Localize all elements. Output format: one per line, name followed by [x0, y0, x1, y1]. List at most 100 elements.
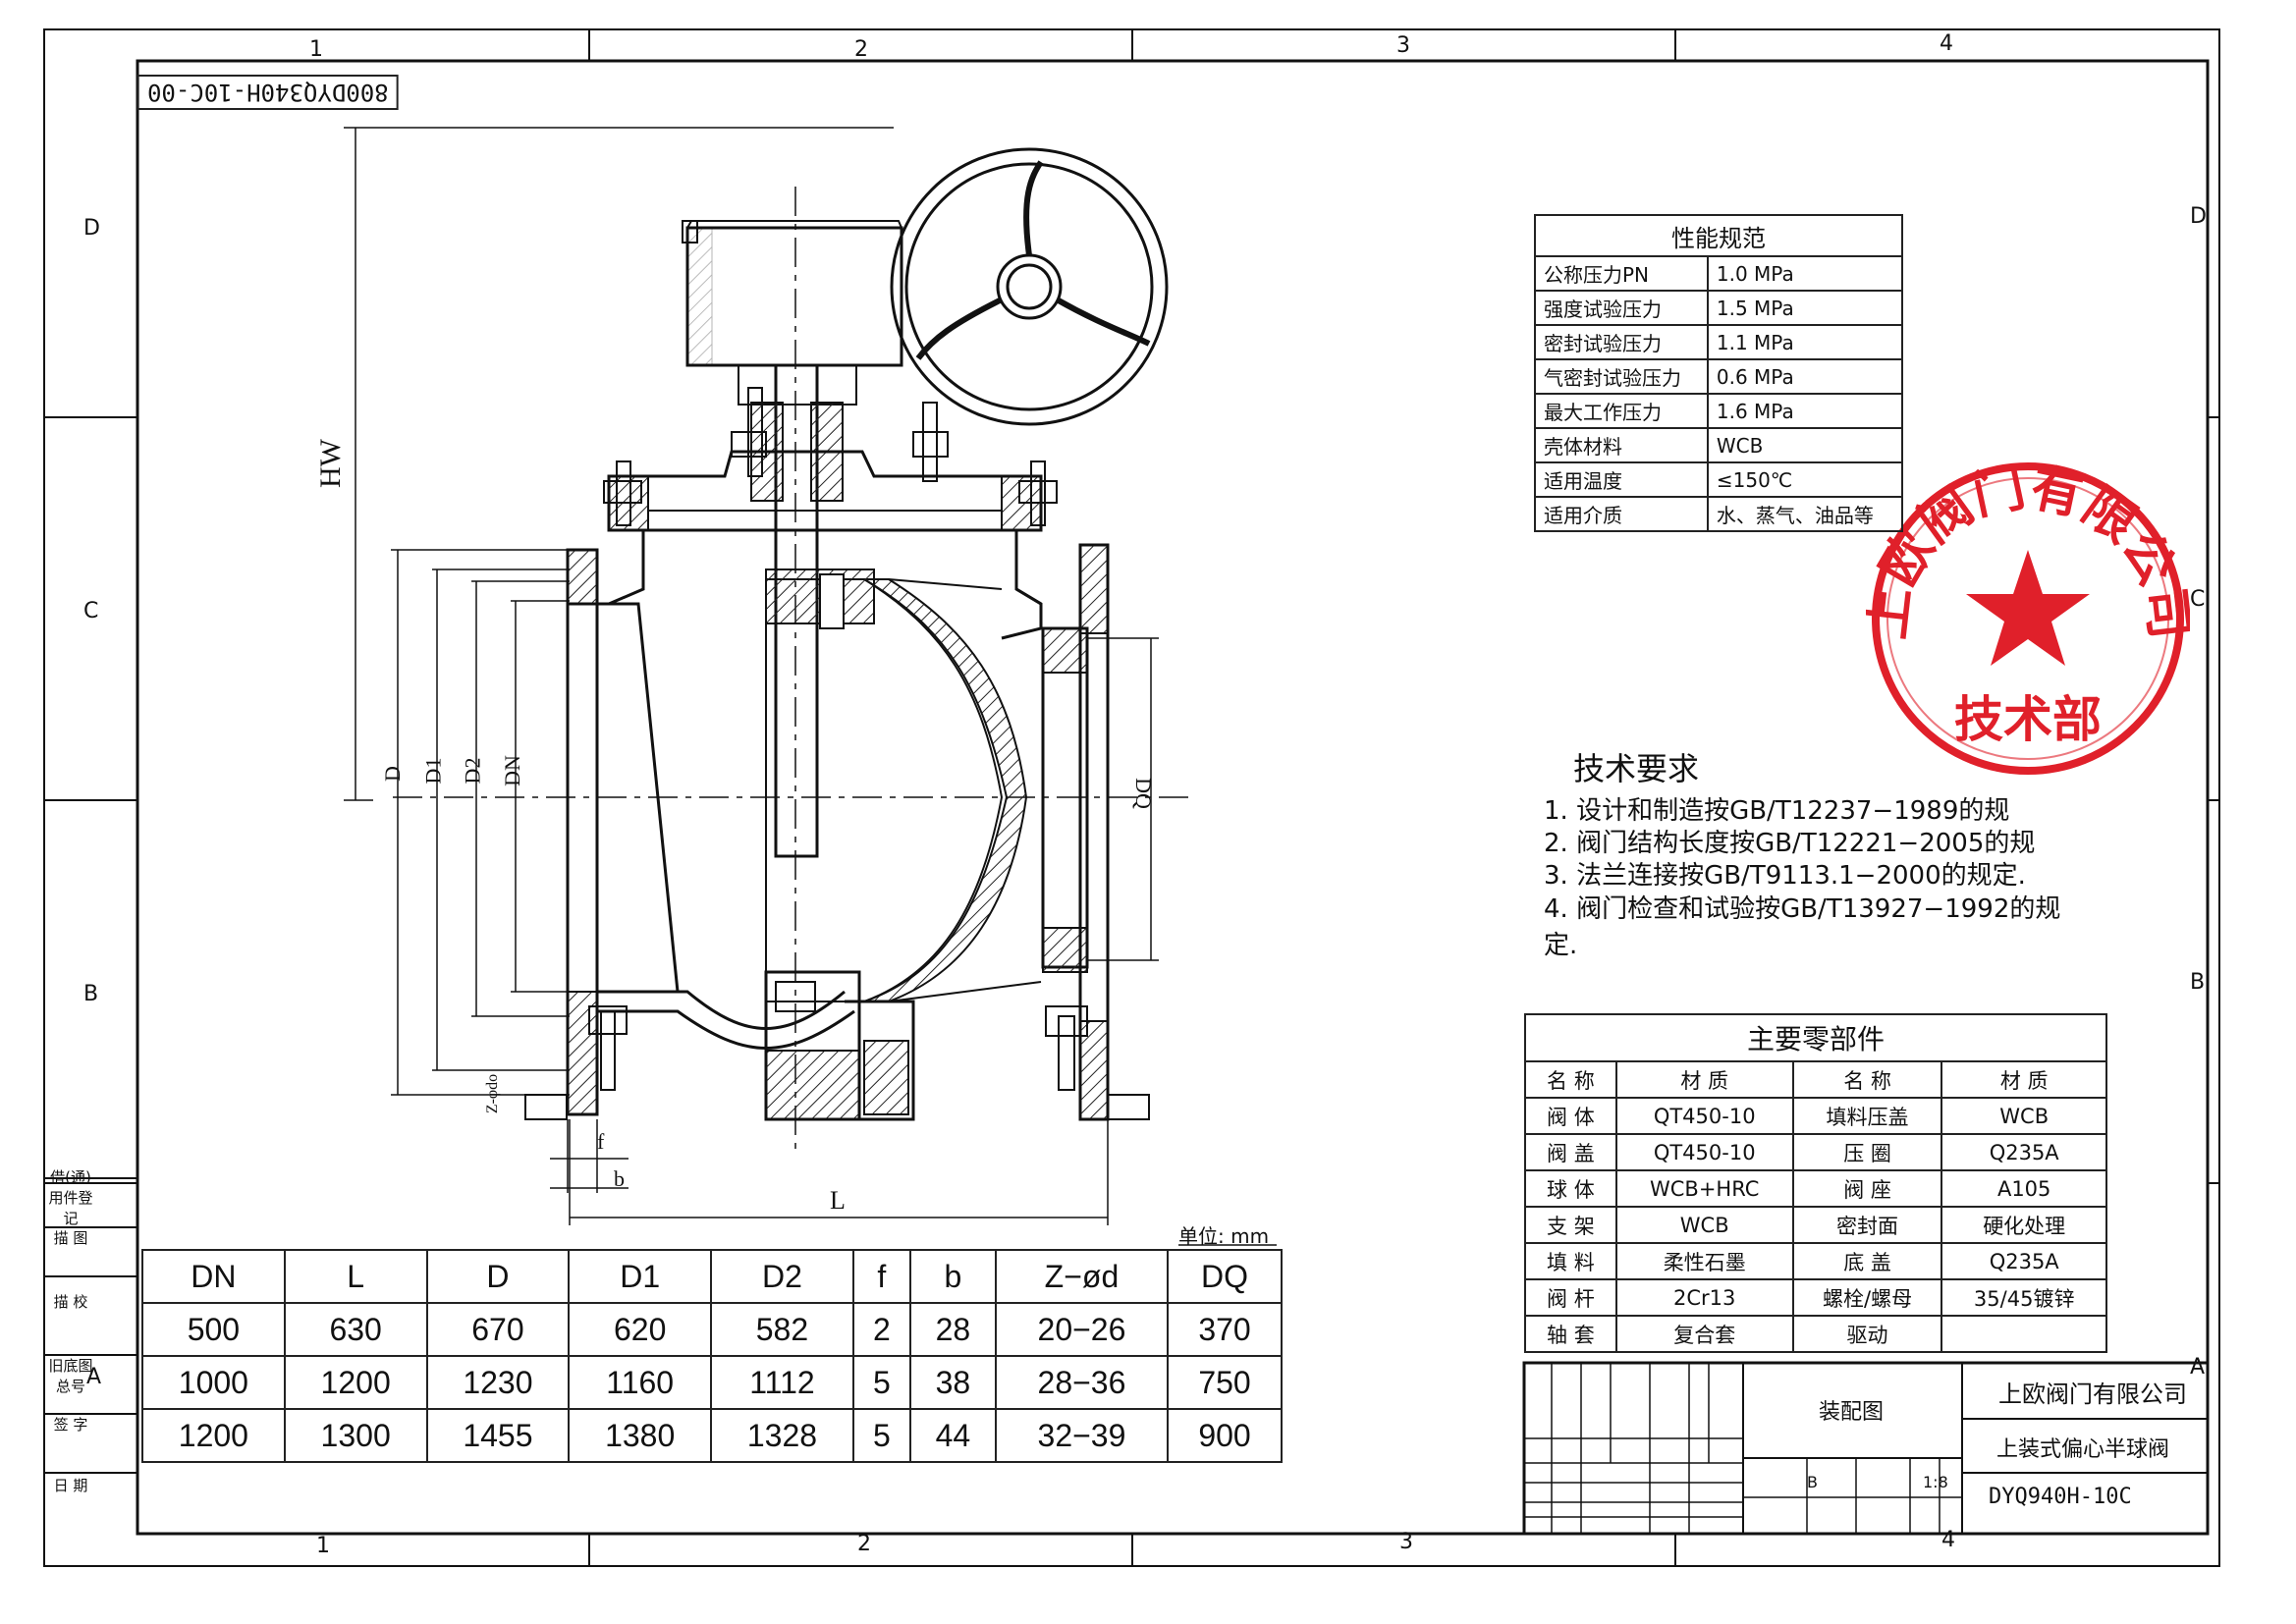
parts-cell: 螺栓/螺母: [1791, 1278, 1943, 1317]
performance-value: 水、蒸气、油品等: [1706, 496, 1904, 532]
table-row: 轴 套复合套驱动: [1524, 1315, 2107, 1353]
dim-cell: 582: [710, 1302, 854, 1357]
requirement-line-3: 3. 法兰连接按GB/T9113.1−2000的规定.: [1544, 861, 2026, 891]
parts-cell: A105: [1941, 1169, 2107, 1208]
dim-cell: 900: [1167, 1408, 1283, 1463]
performance-value: WCB: [1706, 427, 1904, 463]
performance-value: ≤150℃: [1706, 461, 1904, 498]
requirement-line-2: 2. 阀门结构长度按GB/T12221−2005的规: [1544, 829, 2036, 858]
performance-key: 公称压力PN: [1534, 255, 1709, 292]
strip-label-old-no: 旧底图总号: [48, 1357, 93, 1395]
dim-header: DQ: [1167, 1249, 1283, 1304]
valve-section: [393, 147, 1188, 1149]
strip-label-check: 描 校: [53, 1293, 88, 1311]
frame-row-left-c: C: [83, 599, 99, 623]
dim-cell: 38: [908, 1355, 997, 1410]
frame-row-right-a: A: [2190, 1355, 2206, 1380]
requirement-line-4: 4. 阀门检查和试验按GB/T13927−1992的规: [1544, 894, 2061, 924]
parts-cell: WCB: [1614, 1206, 1794, 1244]
title-block-product: 上装式偏心半球阀: [1996, 1437, 2170, 1462]
title-block-grid: [1522, 1361, 2210, 1536]
parts-cell: Q235A: [1941, 1242, 2107, 1280]
parts-cell: 填 料: [1524, 1242, 1617, 1280]
parts-cell: 阀 体: [1524, 1097, 1617, 1135]
frame-col-top-2: 2: [854, 37, 868, 62]
table-row: 适用温度≤150℃: [1534, 461, 1904, 498]
dim-header: Z−ød: [994, 1249, 1170, 1304]
parts-cell: 复合套: [1614, 1315, 1794, 1353]
dim-cell: 1160: [568, 1355, 713, 1410]
performance-value: 0.6 MPa: [1706, 358, 1904, 395]
parts-cell: 轴 套: [1524, 1315, 1617, 1353]
dim-header: D1: [568, 1249, 713, 1304]
performance-key: 适用介质: [1534, 496, 1709, 532]
dim-cell: 630: [283, 1302, 428, 1357]
dim-label-dq: DQ: [1130, 778, 1156, 809]
performance-value: 1.1 MPa: [1706, 324, 1904, 360]
strip-label-sign: 签 字: [53, 1416, 88, 1434]
dim-cell: 1380: [568, 1408, 713, 1463]
dim-label-f: f: [597, 1129, 605, 1154]
parts-title: 主要零部件: [1524, 1013, 2107, 1062]
table-row: 500 630 670 620 582 2 28 20−26 370: [141, 1302, 1283, 1357]
dim-header: DN: [141, 1249, 286, 1304]
dim-cell: 32−39: [994, 1408, 1170, 1463]
dim-label-d2: D2: [460, 757, 485, 785]
performance-key: 壳体材料: [1534, 427, 1709, 463]
dim-cell: 1000: [141, 1355, 286, 1410]
dim-cell: 1300: [283, 1408, 428, 1463]
frame-row-left-b: B: [83, 982, 99, 1006]
parts-cell: 压 圈: [1791, 1133, 1943, 1171]
frame-col-bottom-4: 4: [1941, 1528, 1955, 1552]
dim-cell: 670: [425, 1302, 571, 1357]
parts-cell: 阀 座: [1791, 1169, 1943, 1208]
dimension-lines: [344, 127, 1277, 1246]
parts-cell: 驱动: [1791, 1315, 1943, 1353]
performance-key: 强度试验压力: [1534, 290, 1709, 326]
parts-cell: [1941, 1315, 2107, 1353]
dimensions-table: DN L D D1 D2 f b Z−ød DQ 500 630 670 620…: [141, 1249, 1283, 1463]
stamp-inner-text: 技术部: [1954, 691, 2102, 748]
strip-label-borrow: 借(通)用件登记: [48, 1168, 93, 1227]
dim-cell: 1328: [710, 1408, 854, 1463]
dim-cell: 1230: [425, 1355, 571, 1410]
requirement-line-1: 1. 设计和制造按GB/T12237−1989的规: [1544, 796, 2010, 826]
dim-cell: 28−36: [994, 1355, 1170, 1410]
parts-cell: Q235A: [1941, 1133, 2107, 1171]
performance-key: 最大工作压力: [1534, 393, 1709, 429]
company-stamp: 上欧阀门有限公司 技术部: [1866, 459, 2190, 775]
parts-cell: 2Cr13: [1614, 1278, 1794, 1317]
parts-cell: 阀 盖: [1524, 1133, 1617, 1171]
parts-cell: QT450-10: [1614, 1133, 1794, 1171]
frame-col-bottom-2: 2: [857, 1532, 871, 1556]
dim-cell: 370: [1167, 1302, 1283, 1357]
parts-header: 材 质: [1614, 1060, 1794, 1099]
dim-header: b: [908, 1249, 997, 1304]
performance-key: 气密封试验压力: [1534, 358, 1709, 395]
table-row: 1000 1200 1230 1160 1112 5 38 28−36 750: [141, 1355, 1283, 1410]
performance-value: 1.6 MPa: [1706, 393, 1904, 429]
dim-cell: 1200: [283, 1355, 428, 1410]
requirements-title: 技术要求: [1573, 750, 1700, 787]
frame-col-bottom-1: 1: [316, 1534, 330, 1558]
title-block-stage: B: [1807, 1473, 1818, 1491]
dim-label-hw: HW: [313, 439, 347, 488]
strip-label-trace: 描 图: [53, 1229, 88, 1247]
dim-cell: 620: [568, 1302, 713, 1357]
table-header-row: 名 称 材 质 名 称 材 质: [1524, 1060, 2107, 1099]
parts-cell: 柔性石墨: [1614, 1242, 1794, 1280]
